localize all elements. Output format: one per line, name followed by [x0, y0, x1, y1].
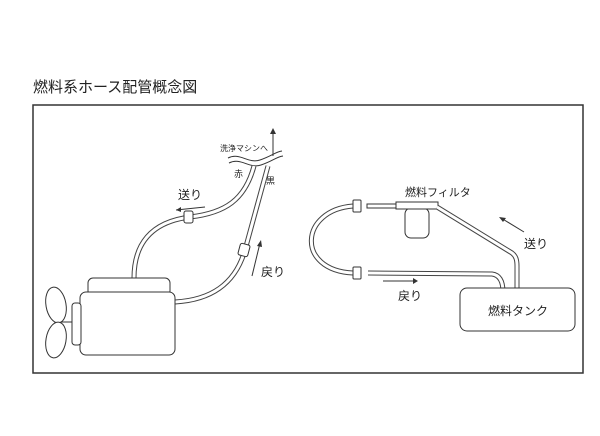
return-hose-connector	[237, 242, 251, 258]
diagram-frame	[32, 104, 584, 374]
filter-label: 燃料フィルタ	[405, 185, 471, 199]
filter-inlet-pipe	[366, 203, 398, 209]
feed-label: 送り	[524, 236, 548, 251]
engine-plate	[71, 302, 82, 346]
black-label: 黒	[266, 176, 275, 187]
tank-label: 燃料タンク	[488, 303, 548, 318]
propeller-blade-icon	[45, 286, 67, 324]
return-label: 戻り	[398, 289, 422, 303]
return-arrow-icon	[251, 242, 261, 277]
feed-pipe	[436, 205, 519, 292]
red-feed-hose	[132, 165, 256, 279]
feed-hose-connector	[183, 210, 194, 224]
engine-system: 洗浄マシンへ 赤 黒 送り 戻り	[45, 128, 285, 359]
washer-hose-bottom	[228, 155, 284, 167]
fuel-filter	[395, 201, 439, 210]
hose-connector	[352, 266, 362, 280]
filter-bowl	[404, 207, 430, 239]
washer-hose-top	[227, 150, 283, 162]
feed-label: 送り	[178, 187, 202, 202]
to-washer-label: 洗浄マシンへ	[220, 143, 268, 153]
propeller-blade-icon	[45, 321, 67, 359]
red-label: 赤	[234, 169, 243, 180]
black-return-hose	[174, 165, 270, 304]
hose-connector	[352, 199, 362, 213]
fuel-tank	[459, 287, 576, 332]
engine-body	[79, 291, 176, 356]
feed-arrow-icon	[500, 217, 525, 233]
loop-hose	[309, 204, 354, 275]
tank-filter-system: 燃料フィルタ 送り 戻り 燃料タンク	[308, 185, 576, 332]
diagram-title: 燃料系ホース配管概念図	[33, 78, 197, 96]
return-label: 戻り	[261, 265, 285, 279]
